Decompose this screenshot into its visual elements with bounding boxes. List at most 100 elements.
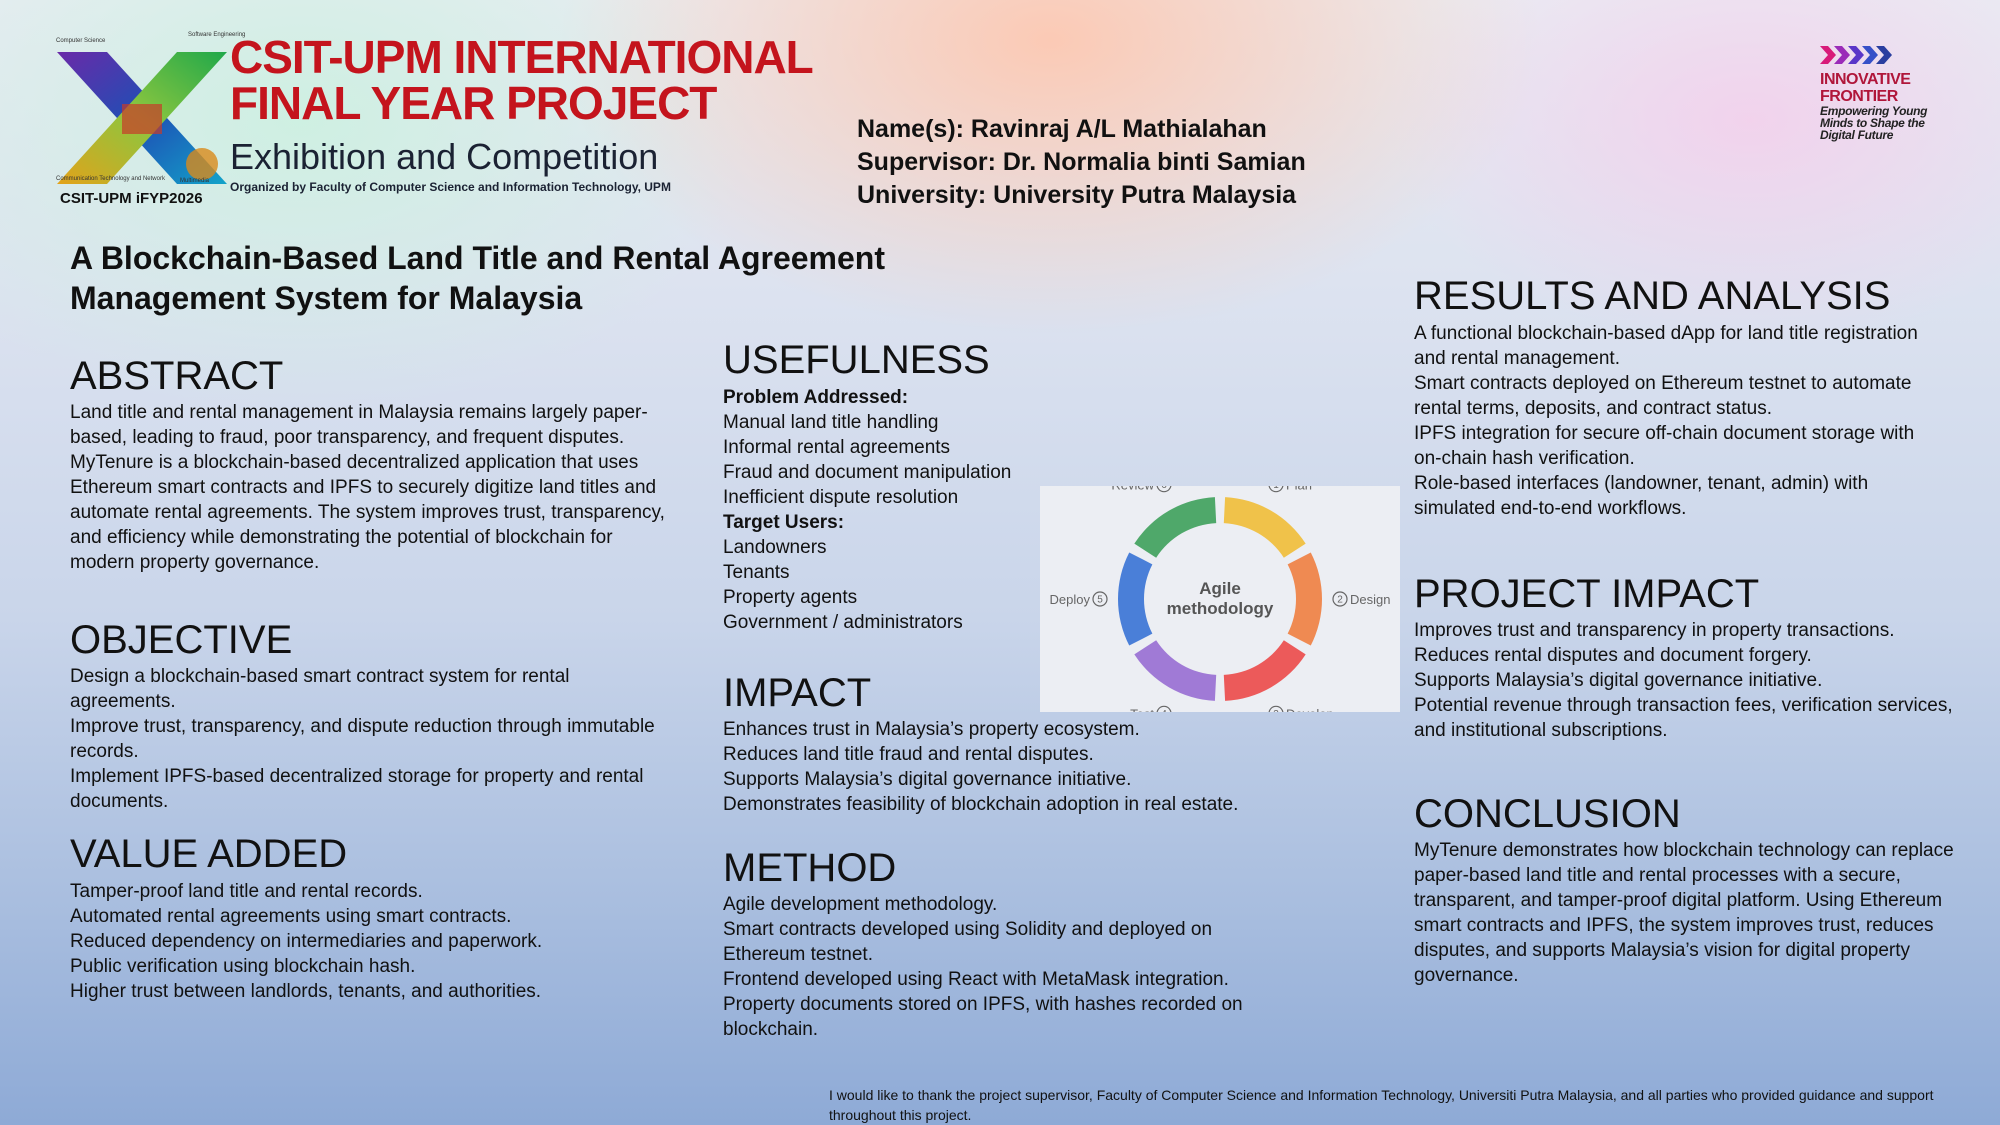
value-added-item: Public verification using blockchain has… <box>70 956 416 977</box>
agile-segment-deploy <box>1118 552 1153 646</box>
svg-text:3: 3 <box>1273 709 1279 712</box>
problem-label: Problem Addressed: <box>723 387 909 408</box>
usefulness-heading: USEFULNESS <box>723 338 990 382</box>
brand-name-line2: FRONTIER <box>1820 88 1898 105</box>
value-added-heading: VALUE ADDED <box>70 832 348 876</box>
value-added-item: Reduced dependency on intermediaries and… <box>70 931 543 952</box>
project-impact-heading: PROJECT IMPACT <box>1414 572 1760 616</box>
problem-item: Informal rental agreements <box>723 437 951 458</box>
impact-heading: IMPACT <box>723 671 872 715</box>
project-impact-item: Reduces rental disputes and document for… <box>1414 645 1812 666</box>
user-item: Property agents <box>723 587 858 608</box>
method-item: Smart contracts developed using Solidity… <box>723 919 1213 965</box>
brand-tagline-3: Digital Future <box>1820 128 1894 142</box>
acknowledgement: I would like to thank the project superv… <box>829 1087 1934 1123</box>
problem-item: Inefficient dispute resolution <box>723 487 959 508</box>
user-item: Tenants <box>723 562 790 583</box>
conclusion-body: MyTenure demonstrates how blockchain tec… <box>1414 838 1954 988</box>
student-info: Name(s): Ravinraj A/L Mathialahan Superv… <box>857 113 1306 212</box>
project-impact-item: Improves trust and transparency in prope… <box>1414 620 1895 641</box>
event-subtitle: Exhibition and Competition <box>230 136 659 177</box>
agile-segment-plan <box>1223 497 1306 558</box>
value-added-item: Automated rental agreements using smart … <box>70 906 512 927</box>
users-label: Target Users: <box>723 512 845 533</box>
svg-text:6: 6 <box>1161 486 1167 491</box>
logo-label-ctn: Communication Technology and Network <box>56 176 165 182</box>
event-organizer: Organized by Faculty of Computer Science… <box>230 180 671 194</box>
event-logo <box>52 34 232 206</box>
method-item: Agile development methodology. <box>723 894 998 915</box>
user-item: Landowners <box>723 537 827 558</box>
user-item: Government / administrators <box>723 612 963 633</box>
chevrons-icon <box>1820 46 1892 64</box>
project-impact-body: Improves trust and transparency in prope… <box>1414 618 1954 743</box>
event-title: CSIT-UPM INTERNATIONAL FINAL YEAR PROJEC… <box>230 31 814 129</box>
university-name: University: University Putra Malaysia <box>857 181 1297 209</box>
impact-item: Supports Malaysia’s digital governance i… <box>723 769 1132 790</box>
agile-segment-review <box>1134 497 1217 558</box>
objective-heading: OBJECTIVE <box>70 618 293 662</box>
innovative-frontier-logo: INNOVATIVE FRONTIER Empowering Young Min… <box>1820 44 1950 141</box>
agile-step-develop: 3 Develop <box>1268 705 1334 721</box>
impact-item: Demonstrates feasibility of blockchain a… <box>723 794 1239 815</box>
svg-text:Design: Design <box>1350 592 1390 607</box>
agile-center-line1: Agile <box>1199 579 1241 598</box>
event-title-line1: CSIT-UPM INTERNATIONAL <box>230 31 814 83</box>
value-added-item: Higher trust between landlords, tenants,… <box>70 981 542 1002</box>
problem-item: Fraud and document manipulation <box>723 462 1012 483</box>
value-added-body: Tamper-proof land title and rental recor… <box>70 879 690 1004</box>
agile-step-plan: 1Plan <box>1268 477 1312 493</box>
svg-text:1: 1 <box>1273 486 1279 491</box>
objective-item: Improve trust, transparency, and dispute… <box>70 716 655 762</box>
svg-text:2: 2 <box>1337 595 1343 606</box>
svg-text:5: 5 <box>1097 595 1103 606</box>
project-title: A Blockchain-Based Land Title and Rental… <box>70 240 885 316</box>
agile-segment-develop <box>1223 640 1306 701</box>
impact-item: Reduces land title fraud and rental disp… <box>723 744 1094 765</box>
objective-item: Design a blockchain-based smart contract… <box>70 666 570 712</box>
impact-item: Enhances trust in Malaysia’s property ec… <box>723 719 1140 740</box>
results-heading: RESULTS AND ANALYSIS <box>1414 274 1891 318</box>
results-body: A functional blockchain-based dApp for l… <box>1414 321 1944 521</box>
abstract-text: Land title and rental management in Mala… <box>70 402 665 573</box>
brand-name-line1: INNOVATIVE <box>1820 71 1911 88</box>
event-code: CSIT-UPM iFYP2026 <box>60 190 203 207</box>
logo-label-mm: Multimedia <box>180 178 210 184</box>
svg-text:Review: Review <box>1111 486 1154 493</box>
agile-step-test: 4 Test <box>1130 705 1172 721</box>
brand-tagline-2: Minds to Shape the <box>1820 116 1925 130</box>
abstract-body: Land title and rental management in Mala… <box>70 400 670 575</box>
project-impact-item: Supports Malaysia’s digital governance i… <box>1414 670 1823 691</box>
method-item: Frontend developed using React with Meta… <box>723 969 1229 990</box>
method-body: Agile development methodology. Smart con… <box>723 892 1293 1042</box>
supervisor-name: Supervisor: Dr. Normalia binti Samian <box>857 148 1306 176</box>
svg-text:Develop: Develop <box>1286 706 1334 712</box>
agile-step-review: 6 Review <box>1111 477 1172 493</box>
brand-tagline-1: Empowering Young <box>1820 104 1928 118</box>
agile-step-design: 2 Design <box>1332 591 1390 607</box>
agile-segment-design <box>1287 552 1322 646</box>
logo-label-cs: Computer Science <box>56 38 106 44</box>
project-impact-item: Potential revenue through transaction fe… <box>1414 695 1953 741</box>
impact-body: Enhances trust in Malaysia’s property ec… <box>723 717 1343 817</box>
problem-item: Manual land title handling <box>723 412 939 433</box>
conclusion-text: MyTenure demonstrates how blockchain tec… <box>1414 840 1954 986</box>
method-item: Property documents stored on IPFS, with … <box>723 994 1243 1040</box>
method-heading: METHOD <box>723 846 897 890</box>
results-item: Role-based interfaces (landowner, tenant… <box>1414 473 1869 519</box>
svg-text:4: 4 <box>1161 709 1167 712</box>
results-item: A functional blockchain-based dApp for l… <box>1414 323 1918 369</box>
agile-cycle: Agile methodology 1Plan 2 Design 3 Develop 4 T… <box>1050 477 1390 721</box>
usefulness-body: Problem Addressed: Manual land title han… <box>723 385 1053 635</box>
svg-text:Test: Test <box>1130 706 1154 712</box>
conclusion-heading: CONCLUSION <box>1414 792 1681 836</box>
objective-body: Design a blockchain-based smart contract… <box>70 664 670 814</box>
agile-center-line2: methodology <box>1167 599 1274 618</box>
results-item: Smart contracts deployed on Ethereum tes… <box>1414 373 1912 419</box>
event-title-line2: FINAL YEAR PROJECT <box>230 77 717 129</box>
student-name: Name(s): Ravinraj A/L Mathialahan <box>857 115 1267 143</box>
agile-diagram: Agile methodology 1Plan 2 Design 3 Develop 4 T… <box>1040 477 1400 721</box>
logo-label-se: Software Engineering <box>188 32 246 38</box>
results-item: IPFS integration for secure off-chain do… <box>1414 423 1915 469</box>
